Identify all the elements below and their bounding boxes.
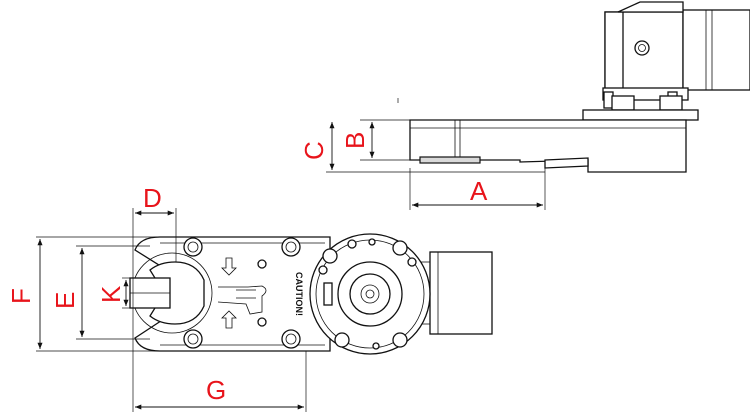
dimension-k: K	[96, 280, 129, 306]
top-view: CAUTION!	[36, 208, 493, 412]
dimension-e: E	[50, 248, 85, 337]
hand-warning-icon	[217, 257, 267, 329]
dimension-c: C	[299, 122, 335, 170]
dimension-d: D	[135, 183, 174, 216]
label-c: C	[299, 141, 329, 160]
label-k: K	[96, 285, 126, 303]
label-g: G	[206, 375, 226, 405]
label-f: F	[6, 288, 36, 304]
plate-caution-text: CAUTION!	[294, 272, 304, 316]
clamp-jaw	[129, 252, 213, 334]
dimension-g: G	[135, 375, 304, 410]
top-view-flange	[309, 233, 431, 355]
side-view	[326, 1, 750, 210]
label-b: B	[340, 132, 370, 149]
side-view-arm	[397, 98, 699, 173]
label-a: A	[470, 176, 488, 206]
dimension-a: A	[412, 176, 543, 208]
dimension-f: F	[6, 239, 43, 349]
label-e: E	[50, 292, 80, 309]
dimension-b: B	[340, 122, 375, 158]
top-view-tube	[418, 251, 493, 335]
side-view-housing	[602, 1, 750, 111]
label-d: D	[143, 183, 162, 213]
